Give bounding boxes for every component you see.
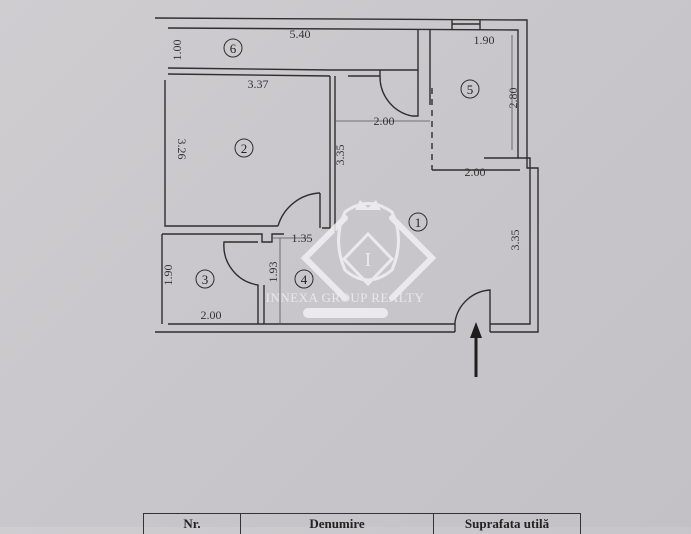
table-header-nr: Nr. [144, 514, 241, 534]
dim-room1-width-bottom: 2.00 [465, 165, 486, 179]
dim-room3-depth: 1.90 [161, 265, 175, 286]
dim-room1-height-left: 3.35 [333, 145, 347, 166]
arrow-up-icon [470, 322, 482, 377]
dim-room5-depth: 2.80 [506, 88, 520, 109]
watermark-monogram: I [365, 249, 372, 271]
dim-room6-width: 5.40 [290, 27, 311, 41]
room-1-number: 1 [415, 215, 422, 230]
dim-room2-width: 3.37 [248, 77, 269, 91]
dim-room6-depth: 1.00 [170, 40, 184, 61]
dim-room1-height-right: 3.35 [508, 230, 522, 251]
dim-room4-width: 1.35 [292, 231, 313, 245]
walls [154, 17, 539, 333]
dim-room1-width-top: 2.00 [374, 114, 395, 128]
room-number-circles [195, 38, 480, 289]
room-2-number: 2 [241, 141, 248, 156]
rooms-table-header: Nr. Denumire Suprafata utilă [143, 513, 581, 534]
table-header-area: Suprafata utilă [464, 516, 550, 531]
watermark-logo: I INNEXA GROUP REALTY [266, 200, 437, 318]
dimension-lines [272, 35, 513, 324]
room-3-number: 3 [202, 272, 209, 287]
room-4-number: 4 [301, 272, 308, 287]
table-header-name: Denumire [241, 514, 434, 534]
dim-room4-depth: 1.93 [266, 262, 280, 283]
dim-room5-width: 1.90 [474, 33, 495, 47]
dim-room2-depth: 3.26 [175, 139, 189, 160]
room-5-number: 5 [467, 82, 474, 97]
room-6-number: 6 [230, 41, 237, 56]
dim-room3-width: 2.00 [201, 308, 222, 322]
watermark-text: INNEXA GROUP REALTY [266, 290, 425, 305]
